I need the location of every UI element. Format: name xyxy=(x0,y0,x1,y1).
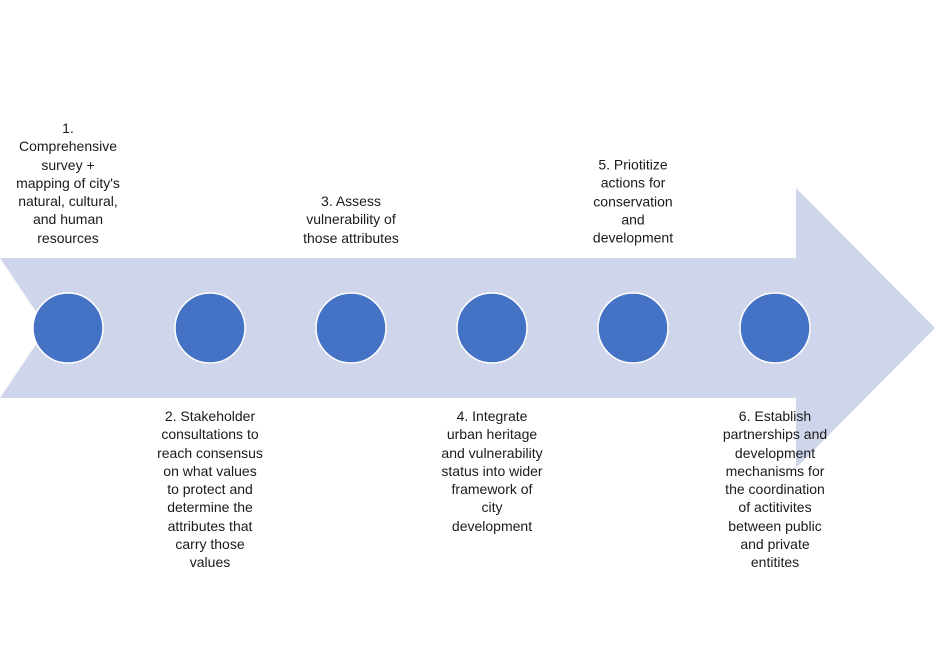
step-3-label: 3. Assess vulnerability of those attribu… xyxy=(303,193,399,246)
step-5-circle xyxy=(597,292,669,364)
step-1-label: 1. Comprehensive survey + mapping of cit… xyxy=(16,119,120,246)
step-3-circle xyxy=(315,292,387,364)
step-4-circle xyxy=(456,292,528,364)
step-1-circle xyxy=(32,292,104,364)
step-6-label: 6. Establish partnerships and developmen… xyxy=(722,408,828,571)
step-markers xyxy=(32,292,811,364)
step-5-label: 5. Priotitize actions for conservation a… xyxy=(592,156,674,246)
step-6-circle xyxy=(739,292,811,364)
step-4-label: 4. Integrate urban heritage and vulnerab… xyxy=(441,408,543,534)
step-2-circle xyxy=(174,292,246,364)
step-2-label: 2. Stakeholder consultations to reach co… xyxy=(157,408,263,571)
